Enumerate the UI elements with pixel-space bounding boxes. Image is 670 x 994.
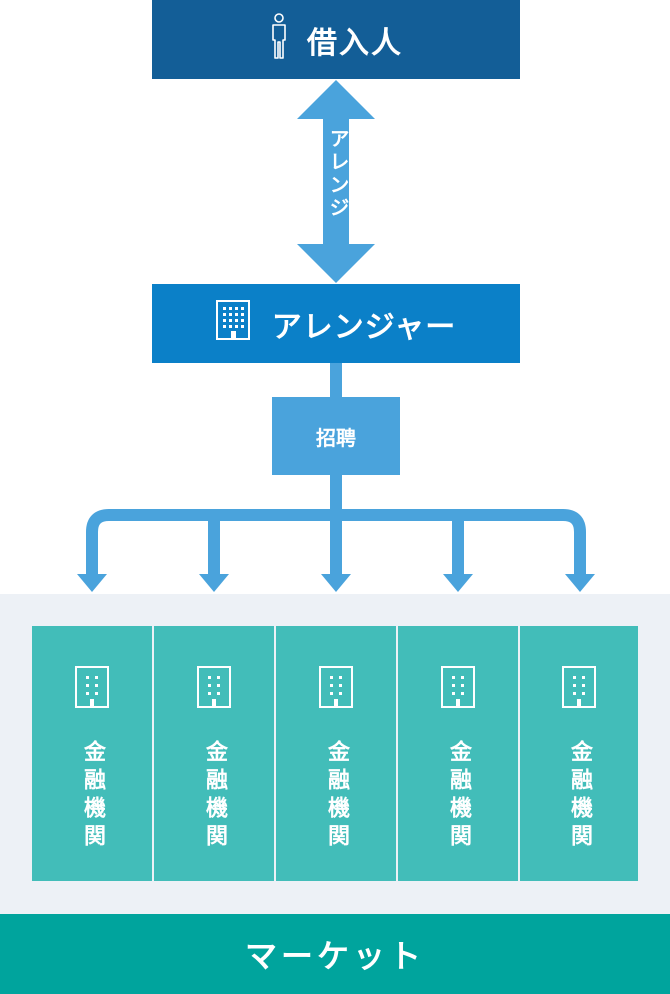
branch-4 xyxy=(452,515,464,577)
arranger-label: アレンジャー xyxy=(271,309,457,345)
institution-label: 金融機関 xyxy=(446,740,471,852)
connector-recruit-bar xyxy=(330,475,342,515)
institution-label: 金融機関 xyxy=(80,740,105,852)
arrowhead-4 xyxy=(443,574,473,592)
arrowhead-5 xyxy=(565,574,595,592)
institution-label: 金融機関 xyxy=(567,740,592,852)
building-icon xyxy=(215,299,250,348)
building-icon xyxy=(75,666,109,712)
institution-2: 金融機関 xyxy=(154,626,274,881)
arrange-label: アレンジ xyxy=(326,128,350,220)
building-icon xyxy=(562,666,596,712)
arrowhead-3 xyxy=(321,574,351,592)
borrower-box: 借入人 xyxy=(152,0,520,79)
building-icon xyxy=(441,666,475,712)
recruit-label: 招聘 xyxy=(316,425,356,450)
person-icon xyxy=(269,12,289,67)
recruit-box: 招聘 xyxy=(272,397,400,475)
institution-5: 金融機関 xyxy=(520,626,638,881)
institution-3: 金融機関 xyxy=(276,626,396,881)
borrower-label: 借入人 xyxy=(307,25,403,61)
branch-2 xyxy=(208,515,220,577)
building-icon xyxy=(197,666,231,712)
connector-arranger-recruit xyxy=(330,363,342,397)
institution-label: 金融機関 xyxy=(202,740,227,852)
market-box: マーケット xyxy=(0,914,670,994)
building-icon xyxy=(319,666,353,712)
branch-3 xyxy=(330,515,342,577)
arrowhead-2 xyxy=(199,574,229,592)
arrange-double-arrow xyxy=(297,80,375,283)
arranger-box: アレンジャー xyxy=(152,284,520,363)
market-label: マーケット xyxy=(244,937,425,975)
institution-1: 金融機関 xyxy=(32,626,152,881)
arrowhead-1 xyxy=(77,574,107,592)
institution-label: 金融機関 xyxy=(324,740,349,852)
institution-4: 金融機関 xyxy=(398,626,518,881)
